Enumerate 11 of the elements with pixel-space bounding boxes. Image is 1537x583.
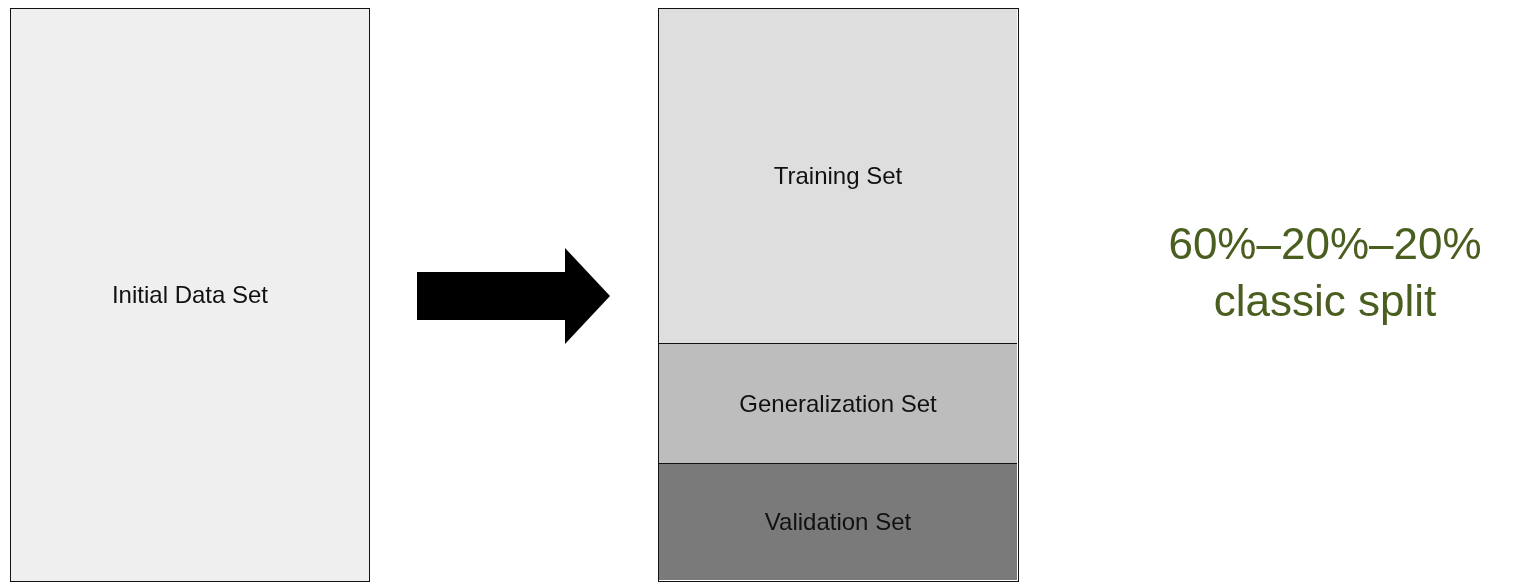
data-set-box [659,344,1017,464]
box-label: Initial Data Set [111,281,269,309]
data-set-box [659,9,1017,344]
stacked-box [658,8,1019,582]
box-label: Training Set [773,162,903,190]
block-arrow [417,248,610,344]
box-label: Generalization Set [739,389,937,418]
data-set-box [659,464,1017,580]
split-label: 60%–20%–20% classic split [1167,218,1483,328]
data-set-box [10,8,370,582]
box-label: Validation Set [764,508,912,536]
